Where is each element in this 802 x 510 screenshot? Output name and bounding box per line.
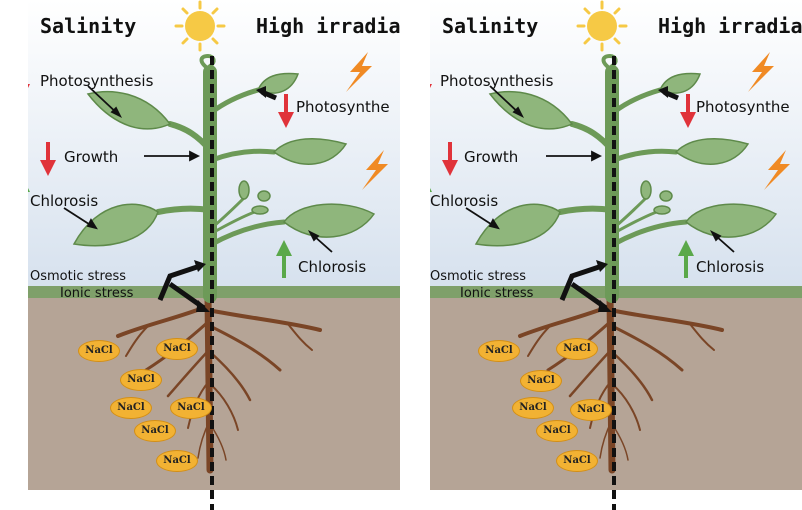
- osmotic-arrow-icon: [157, 263, 201, 301]
- label-photosynthesis-left: Photosynthesis: [40, 72, 154, 90]
- nacl-ion: NaCl: [170, 397, 212, 419]
- label-photosynthesis-right: Photosynthe: [696, 98, 790, 116]
- nacl-ion: NaCl: [556, 338, 598, 360]
- nacl-ion: NaCl: [110, 397, 152, 419]
- green-up-arrow-icon: [678, 240, 694, 278]
- label-osmotic-stress: Osmotic stress: [30, 269, 127, 284]
- red-down-arrow-icon: [680, 94, 696, 128]
- plant-illustration: [28, 0, 400, 510]
- diagram-panel-right: Salinity High irradian Photosynthesis Ph…: [430, 0, 802, 510]
- green-up-arrow-icon: [276, 240, 292, 278]
- leaves: [72, 72, 376, 247]
- red-down-arrow-icon: [430, 84, 432, 88]
- nacl-ion: NaCl: [156, 450, 198, 472]
- nacl-ion: NaCl: [536, 420, 578, 442]
- nacl-ion: NaCl: [78, 340, 120, 362]
- label-growth: Growth: [64, 148, 119, 166]
- red-down-arrow-icon: [28, 84, 30, 88]
- ionic-arrow-head: [598, 300, 612, 312]
- osmotic-arrow-head: [596, 260, 608, 272]
- red-down-arrow-icon: [40, 142, 56, 176]
- label-chlorosis-right: Chlorosis: [696, 258, 765, 276]
- title-salinity: Salinity: [442, 14, 539, 38]
- label-photosynthesis-left: Photosynthesis: [440, 72, 554, 90]
- nacl-ion: NaCl: [520, 370, 562, 392]
- sun-icon: [174, 0, 226, 52]
- title-salinity: Salinity: [40, 14, 137, 38]
- nacl-ion: NaCl: [478, 340, 520, 362]
- label-ionic-stress: Ionic stress: [460, 286, 534, 301]
- lightning-icon: [346, 52, 372, 92]
- label-ionic-stress: Ionic stress: [60, 286, 134, 301]
- osmotic-arrow-head: [194, 260, 206, 272]
- green-up-arrow-icon: [28, 188, 30, 192]
- red-down-arrow-icon: [278, 94, 294, 128]
- nacl-ion: NaCl: [570, 399, 612, 421]
- red-down-arrow-icon: [442, 142, 458, 176]
- ionic-arrow-head: [196, 300, 210, 312]
- plant-illustration: [430, 0, 802, 510]
- label-osmotic-stress: Osmotic stress: [430, 269, 527, 284]
- callout-arrows: [465, 85, 735, 253]
- lightning-icon: [748, 52, 774, 92]
- nacl-ion: NaCl: [156, 338, 198, 360]
- title-high-irradiance: High irradian: [658, 14, 802, 38]
- bold-arrow-head: [658, 86, 668, 98]
- label-chlorosis-left: Chlorosis: [30, 192, 99, 210]
- nacl-ion: NaCl: [120, 369, 162, 391]
- label-chlorosis-left: Chlorosis: [430, 192, 499, 210]
- bold-arrow-head: [256, 86, 266, 98]
- osmotic-arrow-icon: [559, 263, 603, 301]
- leaves: [474, 72, 778, 247]
- sun-icon: [576, 0, 628, 52]
- lightning-icon: [764, 150, 790, 190]
- nacl-ion: NaCl: [556, 450, 598, 472]
- callout-arrows: [63, 85, 333, 253]
- green-up-arrow-icon: [430, 188, 432, 192]
- lightning-icon: [362, 150, 388, 190]
- title-high-irradiance: High irradian: [256, 14, 400, 38]
- nacl-ion: NaCl: [134, 420, 176, 442]
- label-photosynthesis-right: Photosynthe: [296, 98, 390, 116]
- diagram-panel-left: Salinity High irradian Photosynthesis Ph…: [28, 0, 400, 510]
- label-growth: Growth: [464, 148, 519, 166]
- nacl-ion: NaCl: [512, 397, 554, 419]
- label-chlorosis-right: Chlorosis: [298, 258, 367, 276]
